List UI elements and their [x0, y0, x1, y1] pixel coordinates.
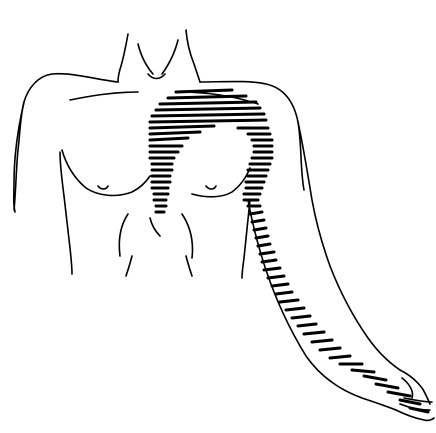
neck-hollow — [148, 74, 165, 79]
arm-hatching — [248, 206, 428, 412]
abdomen-right-arc — [182, 214, 193, 258]
abdomen-center — [150, 218, 160, 236]
left-flank — [64, 196, 72, 274]
abdomen-lower-right — [186, 256, 192, 276]
right-nipple — [206, 186, 216, 189]
abdomen-left-arc — [119, 214, 128, 256]
right-pectoral — [192, 168, 250, 197]
neck-left-line — [118, 34, 128, 82]
left-arm-inner — [60, 152, 64, 196]
abdomen-lower-left — [126, 256, 132, 276]
chest-hatching — [150, 90, 272, 212]
neck-muscle-left — [138, 44, 153, 74]
left-nipple — [98, 186, 108, 189]
neck-right-line — [186, 30, 200, 82]
neck-muscle-right — [162, 40, 178, 74]
left-clavicle — [70, 92, 138, 100]
right-flank — [242, 200, 250, 278]
